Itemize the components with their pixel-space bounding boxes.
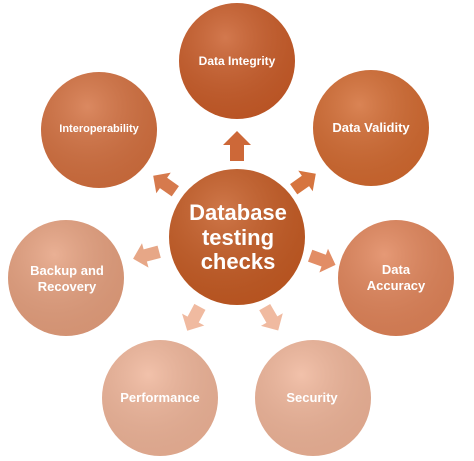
node-shading-performance — [102, 340, 218, 456]
arrow-to-performance — [182, 303, 206, 331]
arrow-to-backup-and-recovery — [133, 243, 161, 268]
arrow-to-security — [259, 303, 283, 331]
node-label-data-accuracy: Data Accuracy — [366, 261, 426, 293]
arrow-to-data-integrity — [223, 131, 251, 161]
node-label-backup-and-recovery: Backup and Recovery — [30, 262, 104, 294]
node-shading-security — [255, 340, 371, 456]
arrow-to-data-accuracy — [308, 248, 336, 273]
node-shading-interoperability — [41, 72, 157, 188]
node-shading-data-integrity — [179, 3, 295, 119]
arrow-to-interoperability — [153, 172, 179, 197]
arrow-to-data-validity — [290, 170, 316, 195]
center-label: Database testing checks — [189, 200, 287, 275]
node-label-data-validity: Data Validity — [332, 119, 410, 135]
node-shading-data-accuracy — [338, 220, 454, 336]
node-label-performance: Performance — [120, 389, 200, 405]
node-label-interoperability: Interoperability — [59, 123, 139, 136]
node-label-security: Security — [286, 389, 338, 405]
node-label-data-integrity: Data Integrity — [198, 53, 276, 68]
node-shading-data-validity — [313, 70, 429, 186]
center-shading — [169, 169, 305, 305]
node-shading-backup-and-recovery — [8, 220, 124, 336]
